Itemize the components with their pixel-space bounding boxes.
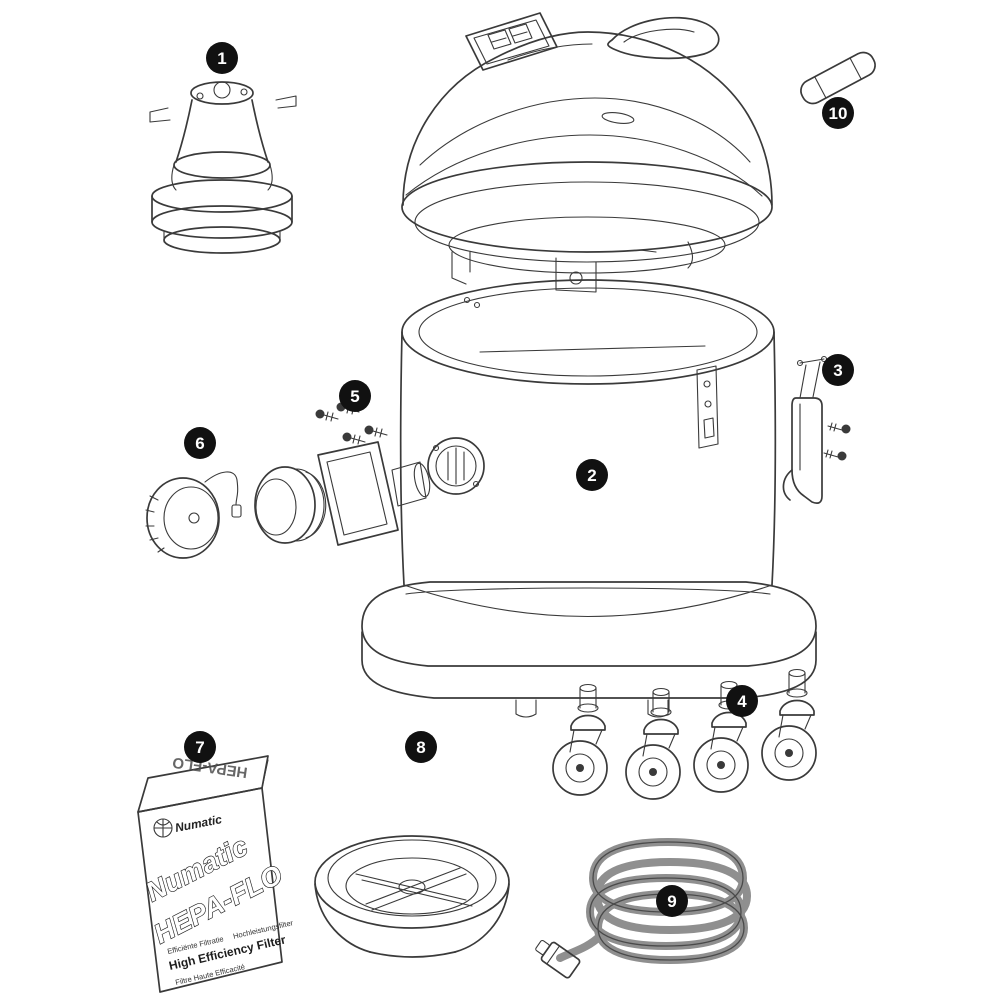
lid-clips [451, 241, 694, 293]
part-badge-2: 2 [576, 459, 608, 491]
part-badge-10: 10 [822, 97, 854, 129]
screw [315, 409, 339, 422]
plug [535, 939, 581, 979]
caster [552, 683, 608, 796]
inlet-assembly [254, 441, 431, 546]
badge-number: 5 [350, 387, 359, 406]
badge-number: 2 [587, 466, 596, 485]
part-badge-1: 1 [206, 42, 238, 74]
badge-number: 9 [667, 892, 676, 911]
screw [342, 432, 366, 445]
part-badge-6: 6 [184, 427, 216, 459]
part-mains-cable [535, 837, 752, 979]
part-fuse [800, 51, 876, 105]
latch-screws [823, 422, 851, 461]
part-badge-3: 3 [822, 354, 854, 386]
badge-number: 4 [737, 692, 747, 711]
badge-number: 3 [833, 361, 842, 380]
carry-handle [607, 16, 720, 60]
vacuum-head-assembly [401, 12, 773, 293]
screw [364, 425, 388, 438]
part-screws [315, 402, 388, 445]
drum-side-port [427, 437, 485, 495]
filter-box-logo: Numatic [174, 812, 223, 835]
part-badge-4: 4 [726, 685, 758, 717]
badge-number: 10 [829, 104, 848, 123]
part-casters [552, 668, 817, 800]
part-endcap-cable [145, 471, 242, 559]
caster [625, 687, 681, 800]
badge-number: 7 [195, 738, 204, 757]
part-filter-box: HEPA-FLO Numatic Numatic HEPA-FLO Effici… [137, 753, 294, 993]
drum-base [361, 581, 817, 718]
part-badge-7: 7 [184, 731, 216, 763]
part-badge-5: 5 [339, 380, 371, 412]
switch-panel [465, 12, 558, 71]
part-badge-9: 9 [656, 885, 688, 917]
badge-number: 1 [217, 49, 226, 68]
part-filter-basket [314, 835, 510, 958]
badge-number: 6 [195, 434, 204, 453]
part-drum [361, 279, 817, 718]
caster [761, 668, 817, 781]
badge-number: 8 [416, 738, 425, 757]
part-badge-8: 8 [405, 731, 437, 763]
part-motor [149, 81, 297, 254]
part-latch [782, 355, 851, 504]
